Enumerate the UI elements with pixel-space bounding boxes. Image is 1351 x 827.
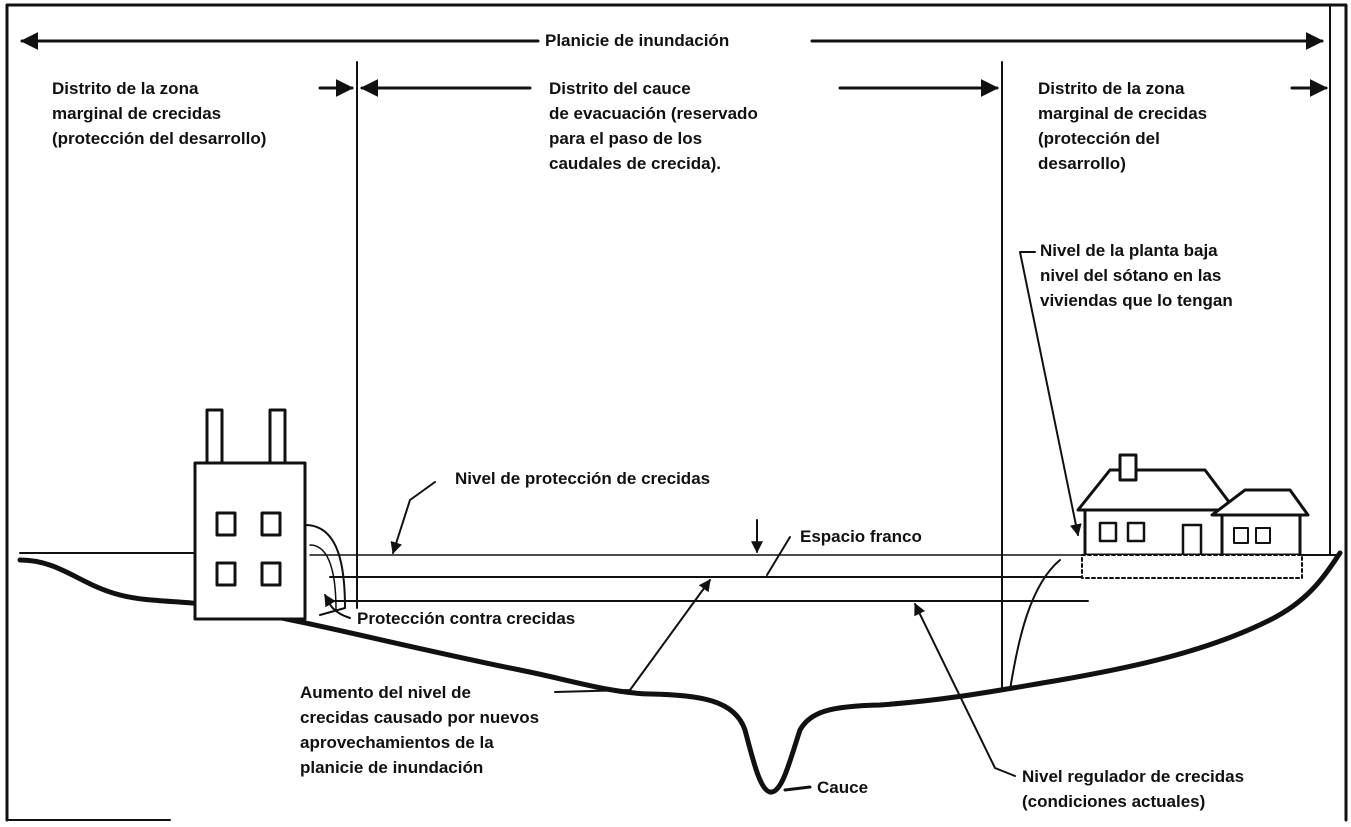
house-icon	[1076, 453, 1310, 579]
regulatory-level-leader	[914, 602, 1016, 777]
protection-level-leader	[390, 481, 436, 555]
fringe-right-line-3: (protección del	[1038, 129, 1160, 148]
ground-floor-line-3: viviendas que lo tengan	[1040, 291, 1233, 310]
regulatory-level-line-1: Nivel regulador de crecidas	[1022, 767, 1245, 786]
floodway-line-2: de evacuación (reservado	[549, 104, 758, 123]
floodplain-label: Planicie de inundación	[540, 28, 735, 53]
stage-increase-label: Aumento del nivel de crecidas causado po…	[300, 680, 539, 780]
flood-protection-leader	[324, 593, 351, 619]
stage-increase-line-4: planicie de inundación	[300, 758, 484, 777]
ground-floor-leader	[1019, 251, 1082, 537]
factory-icon	[193, 408, 307, 621]
regulatory-level-line-2: (condiciones actuales)	[1022, 792, 1206, 811]
fringe-left-line-1: Distrito de la zona	[52, 79, 199, 98]
stage-increase-leader	[554, 579, 711, 693]
levee	[304, 524, 346, 616]
fringe-left-label: Distrito de la zona marginal de crecidas…	[52, 76, 266, 151]
fringe-right-line-4: desarrollo)	[1038, 154, 1126, 173]
regulatory-level-label: Nivel regulador de crecidas (condiciones…	[1022, 764, 1244, 814]
diagram-frame	[5, 3, 1348, 822]
floodway-line-3: para el paso de los	[549, 129, 703, 148]
fringe-right-line-2: marginal de crecidas	[1038, 104, 1208, 123]
levee-inner	[309, 544, 337, 611]
freeboard-leader	[766, 536, 791, 576]
fringe-left-line-2: marginal de crecidas	[52, 104, 222, 123]
basement-leader	[1009, 559, 1061, 691]
fringe-right-label: Distrito de la zona marginal de crecidas…	[1038, 76, 1207, 176]
fringe-right-line-1: Distrito de la zona	[1038, 79, 1185, 98]
stage-increase-line-3: aprovechamientos de la	[300, 733, 494, 752]
protection-level-label: Nivel de protección de crecidas	[455, 469, 711, 488]
floodway-label: Distrito del cauce de evacuación (reserv…	[549, 76, 758, 176]
floodway-line-1: Distrito del cauce	[549, 79, 691, 98]
flood-protection-label: Protección contra crecidas	[357, 609, 576, 628]
channel-leader	[783, 785, 812, 792]
channel-label: Cauce	[817, 778, 869, 797]
ground-floor-line-1: Nivel de la planta baja	[1040, 241, 1218, 260]
floodway-line-4: caudales de crecida).	[549, 154, 721, 173]
freeboard-label: Espacio franco	[800, 527, 922, 546]
ground-floor-line-2: nivel del sótano en las	[1040, 266, 1222, 285]
stage-increase-line-1: Aumento del nivel de	[300, 683, 471, 702]
ground-floor-label: Nivel de la planta baja nivel del sótano…	[1040, 238, 1233, 313]
stage-increase-line-2: crecidas causado por nuevos	[300, 708, 540, 727]
fringe-left-line-3: (protección del desarrollo)	[52, 129, 267, 148]
